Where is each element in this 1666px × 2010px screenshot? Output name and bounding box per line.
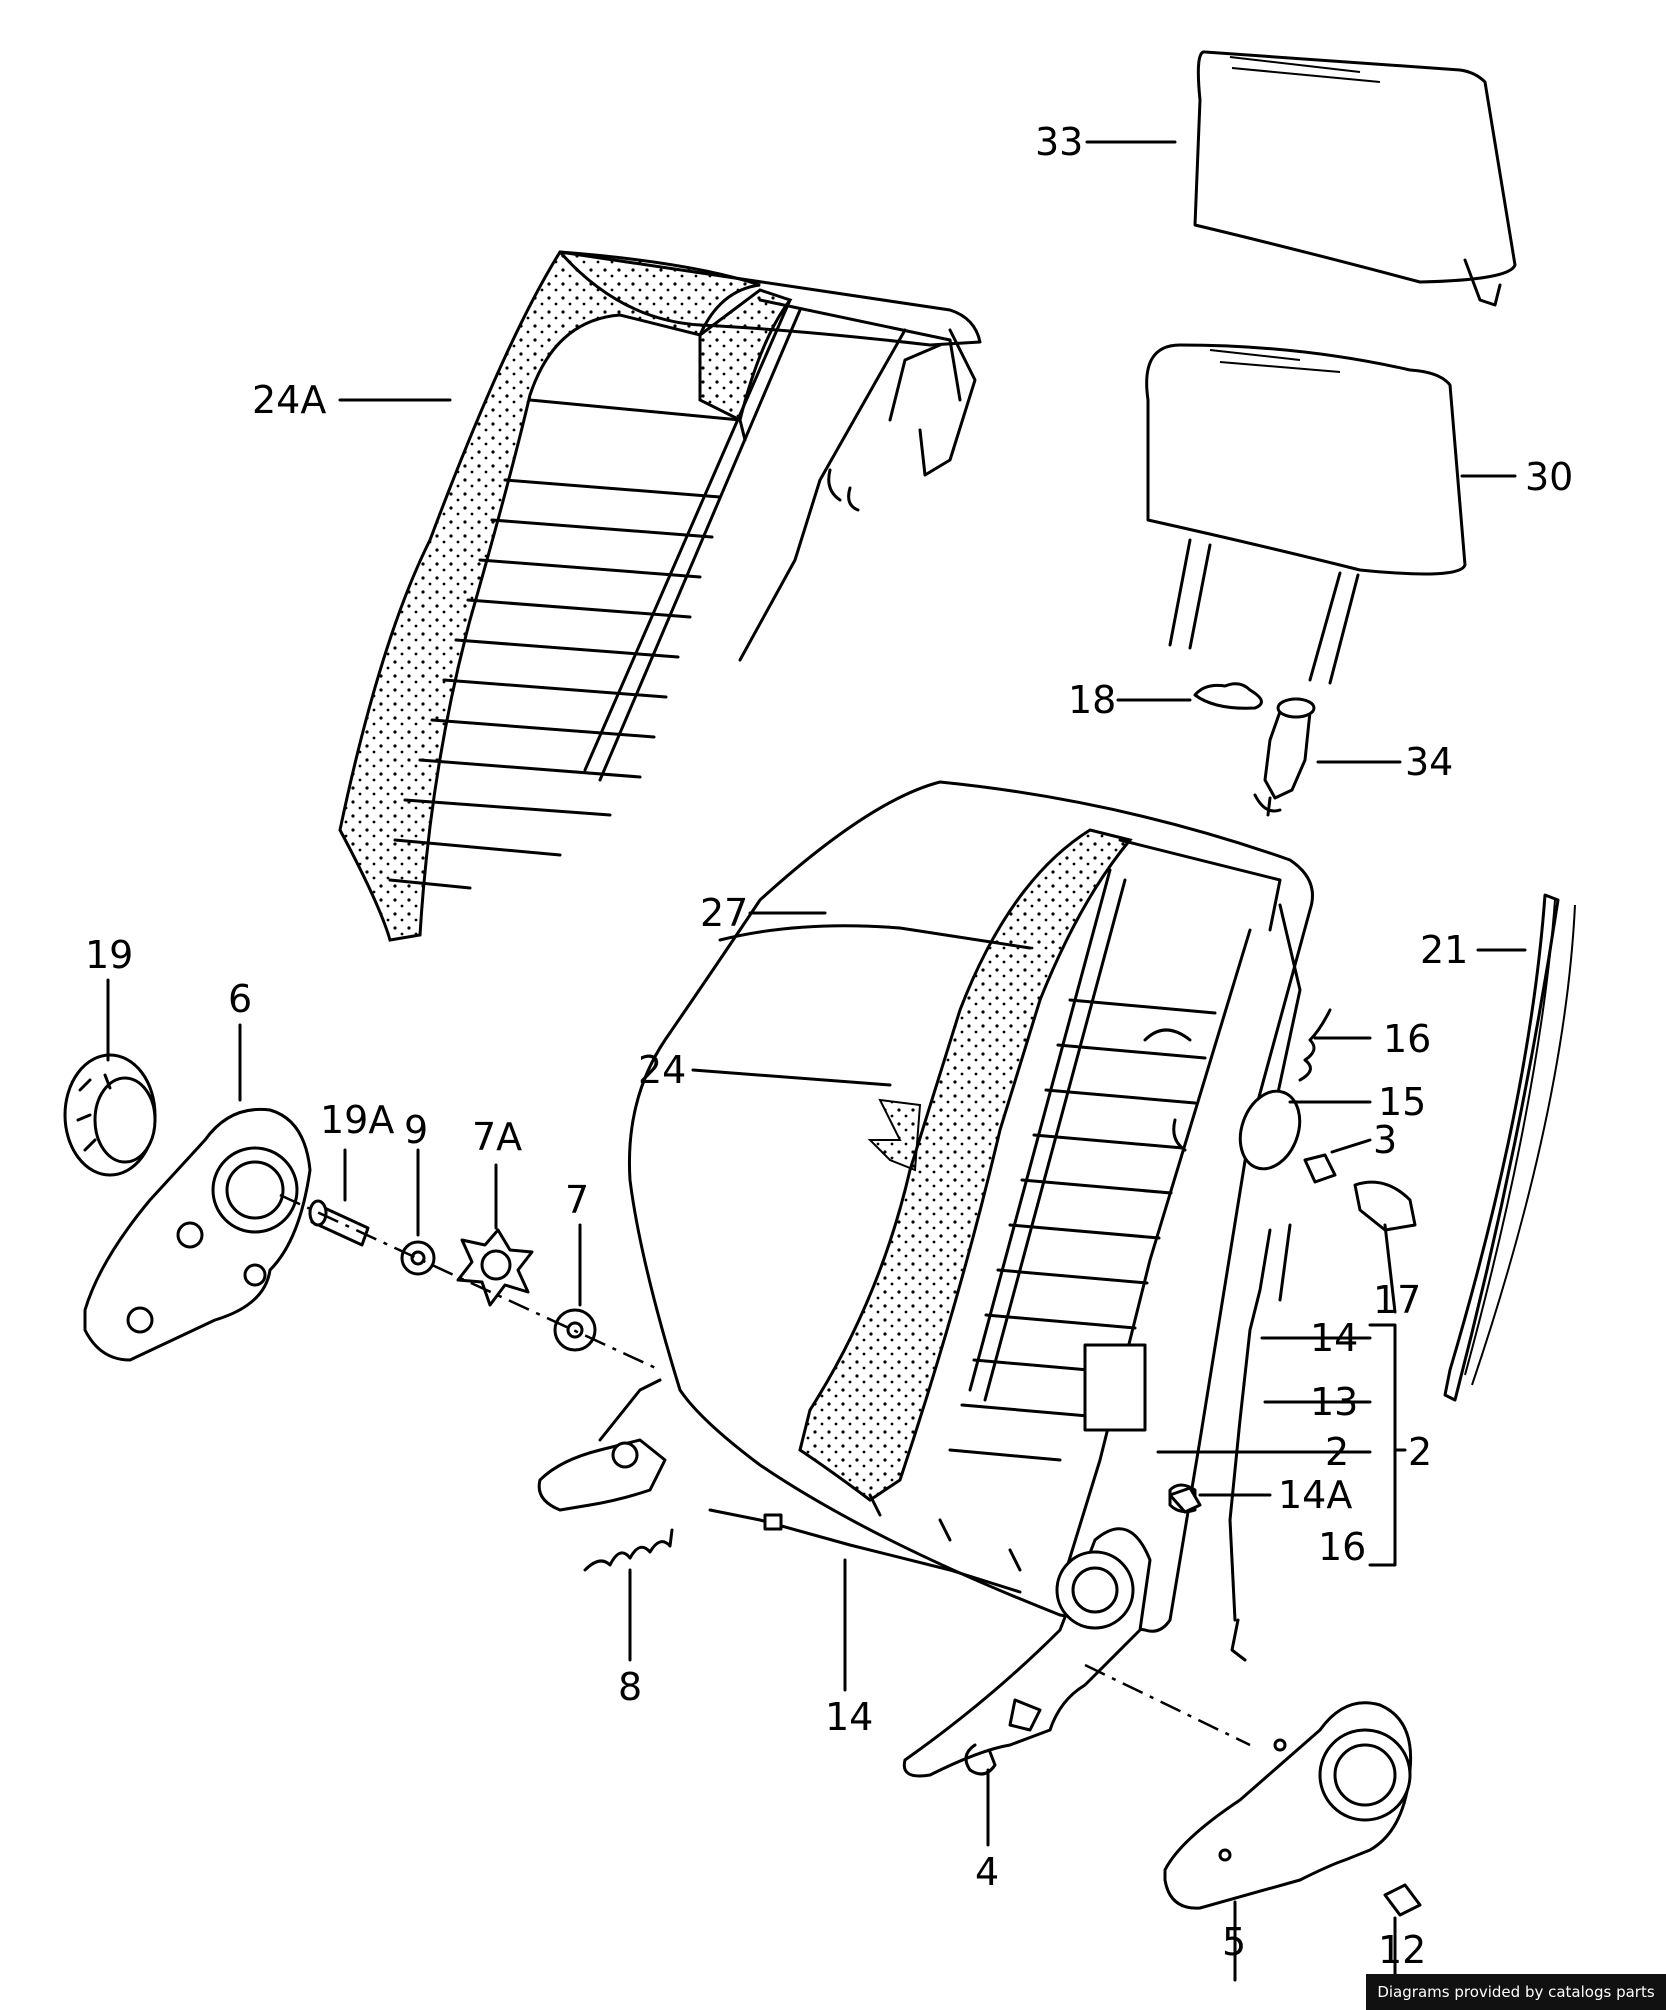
guide-sleeve-34-drawing <box>1253 697 1316 817</box>
retainer-14A-drawing <box>1168 1486 1202 1514</box>
pin-12-drawing <box>1383 1883 1422 1917</box>
label-18: 18 <box>1068 678 1116 722</box>
label-13: 13 <box>1310 1380 1358 1424</box>
credit-banner: Diagrams provided by catalogs parts <box>1366 1974 1666 2010</box>
label-6: 6 <box>228 977 252 1021</box>
label-2-inner: 2 <box>1325 1430 1349 1474</box>
label-34: 34 <box>1405 740 1453 784</box>
label-27: 27 <box>700 891 748 935</box>
label-24: 24 <box>638 1048 686 1092</box>
headrest-33-drawing <box>1193 50 1517 307</box>
label-4: 4 <box>975 1850 999 1894</box>
label-16-upper: 16 <box>1383 1017 1431 1061</box>
hinge-plate-6-drawing <box>83 1107 312 1362</box>
washer-9-drawing <box>400 1240 436 1276</box>
lever-17-drawing <box>1353 1180 1417 1232</box>
headrest-30-drawing <box>1145 343 1467 685</box>
release-cable-13-drawing <box>1228 1223 1292 1662</box>
bolt-19A-drawing <box>308 1199 370 1247</box>
label-33: 33 <box>1035 120 1083 164</box>
part-labels: 33 30 24A 18 34 27 21 19 6 16 24 15 19A … <box>85 120 1573 1972</box>
label-7: 7 <box>565 1178 589 1222</box>
label-15: 15 <box>1378 1080 1426 1124</box>
label-8: 8 <box>618 1665 642 1709</box>
label-24A: 24A <box>252 378 326 422</box>
backrest-cover-24A-drawing <box>338 250 982 942</box>
label-17: 17 <box>1373 1278 1421 1322</box>
hinge-plate-5-drawing <box>1163 1701 1413 1910</box>
cap-15-drawing <box>1238 1089 1302 1171</box>
label-2-bracket: 2 <box>1408 1430 1432 1474</box>
label-14-bottom: 14 <box>825 1695 873 1739</box>
left-bracket-drawing <box>537 1378 667 1512</box>
label-7A: 7A <box>472 1115 522 1159</box>
clip-3-drawing <box>1303 1153 1337 1184</box>
backrest-frame-27-drawing <box>627 780 1314 1633</box>
label-5: 5 <box>1222 1920 1246 1964</box>
label-19: 19 <box>85 933 133 977</box>
spring-8-drawing <box>583 1528 674 1572</box>
handwheel-19-drawing <box>63 1053 157 1177</box>
cable-14-drawing <box>708 1493 1022 1594</box>
label-16-lower: 16 <box>1318 1525 1366 1569</box>
label-30: 30 <box>1525 455 1573 499</box>
clip-4-drawing <box>964 1743 997 1776</box>
label-14-right: 14 <box>1310 1316 1358 1360</box>
label-9: 9 <box>404 1108 428 1152</box>
label-19A: 19A <box>320 1098 394 1142</box>
label-12: 12 <box>1378 1928 1426 1972</box>
label-3: 3 <box>1373 1118 1397 1162</box>
clip-18-drawing <box>1193 682 1263 710</box>
spring-16-drawing <box>1298 1008 1332 1082</box>
leader-lines <box>106 140 1527 1992</box>
label-21: 21 <box>1420 928 1468 972</box>
star-spring-7A-drawing <box>456 1228 534 1307</box>
label-14A: 14A <box>1278 1473 1352 1517</box>
seal-strip-21-drawing <box>1443 893 1576 1402</box>
